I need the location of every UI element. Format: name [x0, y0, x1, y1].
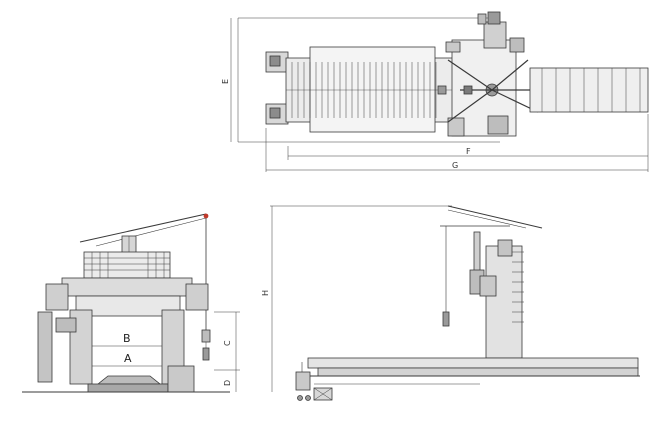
dim-label-g: G: [452, 161, 458, 170]
dim-label-d: D: [223, 380, 232, 386]
dim-label-c: C: [223, 340, 232, 346]
dim-label-f: F: [466, 147, 471, 156]
dim-label-b: B: [123, 332, 131, 345]
dim-label-a: A: [124, 352, 132, 365]
side-view: [270, 205, 640, 401]
front-view: [22, 213, 240, 393]
dim-label-e: E: [221, 79, 230, 84]
top-view: [230, 11, 649, 172]
dim-label-h: H: [261, 290, 270, 296]
